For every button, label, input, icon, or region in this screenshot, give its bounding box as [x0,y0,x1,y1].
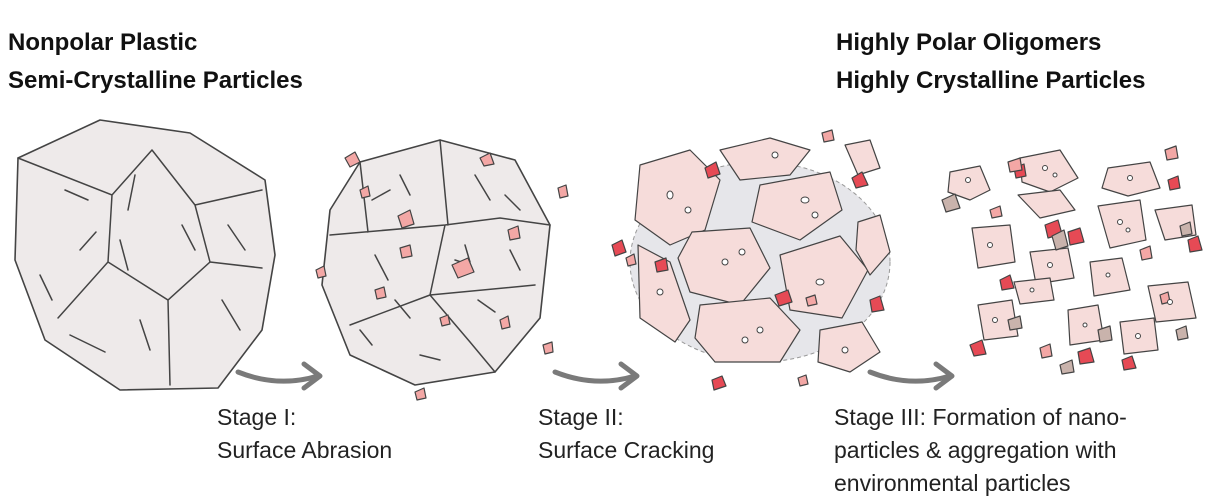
abraded-particle-icon [316,140,568,400]
header-right-line2: Highly Crystalline Particles [836,67,1145,94]
header-left-line1: Nonpolar Plastic [8,29,197,56]
stage-1-caption: Stage I: Surface Abrasion [217,404,392,463]
header-right-line1: Highly Polar Oligomers [836,29,1101,56]
stage-2-caption: Stage II: Surface Cracking [538,404,714,463]
whole-particle-icon [15,120,275,390]
stage-arrow-icon [238,364,320,388]
cracked-particle-icon [612,130,890,390]
stage-3-caption: Stage III: Formation of nano- particles … [834,404,1127,496]
stage-arrow-icon [555,364,637,388]
stage-arrow-icon [870,364,952,388]
stage-3-line1: Stage III: Formation of nano- [834,404,1127,430]
stage-2-line2: Surface Cracking [538,437,714,463]
stage-1-line2: Surface Abrasion [217,437,392,463]
stage-1-line1: Stage I: [217,404,296,430]
stage-3-line2: particles & aggregation with [834,437,1117,463]
stage-3-line3: environmental particles [834,470,1071,496]
stage-2-line1: Stage II: [538,404,624,430]
fragmented-particles-icon [942,146,1202,374]
header-left-line2: Semi-Crystalline Particles [8,67,303,94]
